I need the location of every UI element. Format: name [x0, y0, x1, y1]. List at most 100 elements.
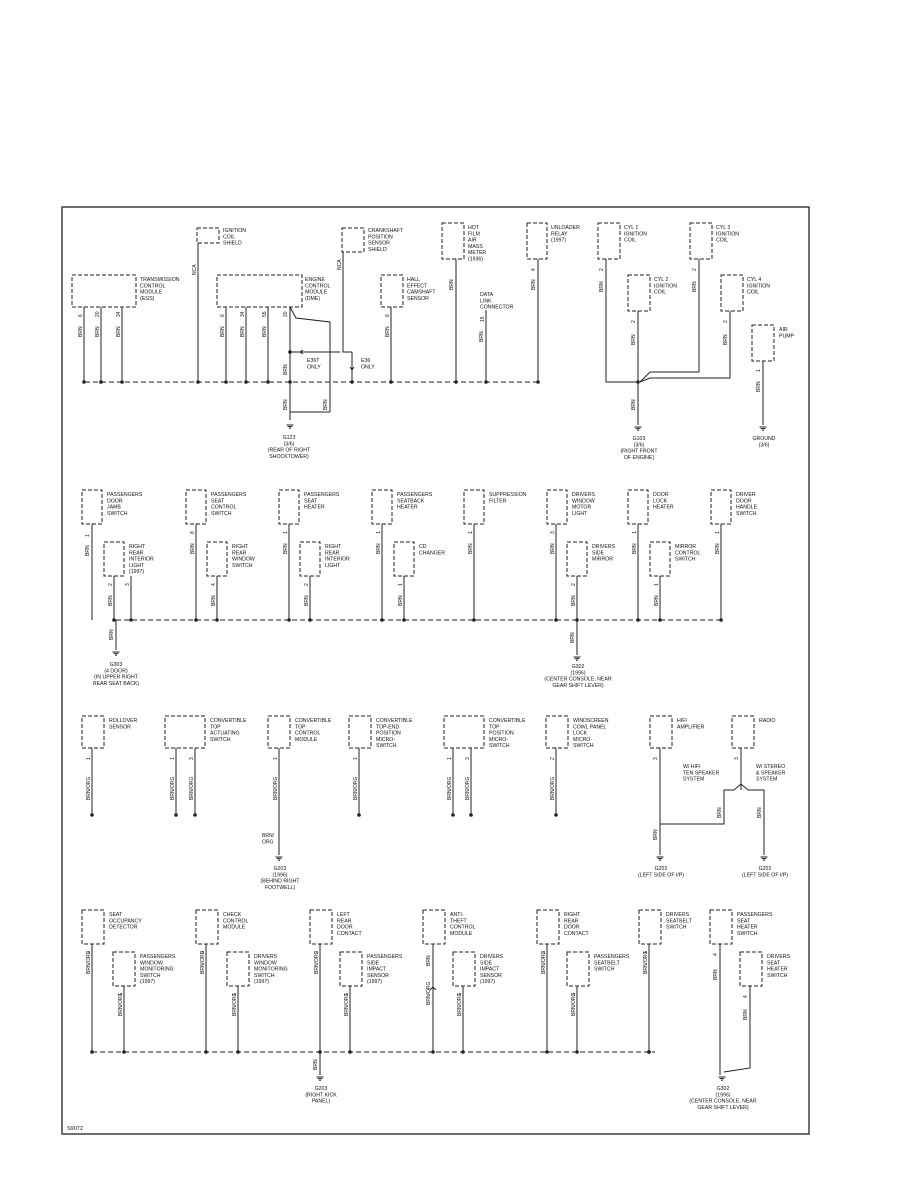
lrdc-box	[309, 909, 333, 945]
pin-number: 1	[85, 534, 91, 537]
pin-number: 4	[211, 583, 217, 586]
wire-color-label: BRN	[599, 281, 605, 292]
pin-number: 1	[118, 993, 124, 996]
ground-g202-a	[656, 856, 664, 861]
wire-color-label: BRN	[723, 334, 729, 345]
wire-color-label: BRN	[211, 595, 217, 606]
wire-color-label: BRN/ORG	[457, 993, 463, 1016]
pin-number: 2	[599, 268, 605, 271]
splice-dot	[236, 1050, 240, 1054]
wcpl-box	[545, 715, 569, 749]
splice-dot	[554, 813, 558, 817]
pin-number: 2	[304, 583, 310, 586]
hot-film-mass-meter-box	[441, 222, 465, 260]
ground-g103	[634, 426, 642, 431]
wire-color-label: BRN/ORG	[262, 833, 275, 845]
pin-number: 3	[189, 757, 195, 760]
pin-number: 2	[86, 951, 92, 954]
dshs-box	[739, 951, 763, 987]
pin-number: 1	[376, 531, 382, 534]
splice-dot	[266, 380, 270, 384]
wire-color-label: BRN/ORG	[426, 982, 432, 1005]
wire-color-label: BRN/ORG	[86, 951, 92, 974]
wire-color-label: BRN/ORG	[189, 777, 195, 800]
pin-number: 6	[78, 314, 84, 317]
wire-color-label: BRN/ORG	[447, 777, 453, 800]
wire-color-label: BRN	[468, 543, 474, 554]
pshs-box	[709, 909, 733, 945]
dwms-box	[226, 951, 250, 987]
pin-number: 20	[95, 311, 101, 317]
wire-color-label: BRN	[313, 1059, 319, 1070]
splice-dot	[90, 813, 94, 817]
wire-color-label: BRN/ORG	[314, 951, 320, 974]
pin-number: 2	[108, 583, 114, 586]
splice-dot	[308, 618, 312, 622]
hall-effect-sensor-box	[380, 274, 404, 308]
ground-label-g202-b: G202(LEFT SIDE OF I/P)	[742, 866, 788, 878]
wire-color-label: BRN/ORG	[465, 777, 471, 800]
pin-number: 4	[531, 268, 537, 271]
cyl1-coil-box	[597, 222, 621, 260]
splice-dot	[472, 618, 476, 622]
pin-number: 1	[457, 993, 463, 996]
pin-number: 1	[170, 757, 176, 760]
splice-dot	[348, 1050, 352, 1054]
splice-dot	[174, 813, 178, 817]
wire-color-label: BRN	[283, 364, 289, 375]
splice-dot	[380, 618, 384, 622]
pin-number: 3	[125, 583, 131, 586]
sod-box	[81, 909, 105, 945]
psbs-box	[566, 951, 590, 987]
air-pump-box	[751, 324, 775, 362]
ctpm2-box	[443, 715, 485, 749]
splice-dot	[350, 380, 354, 384]
wire-color-label: BRN	[531, 279, 537, 290]
wire-color-label: BRN	[715, 543, 721, 554]
pin-number: 1	[632, 531, 638, 534]
ground-label-g202-a: G202(LEFT SIDE OF I/P)	[638, 866, 684, 878]
ctpm-box	[348, 715, 372, 749]
splice-dot	[287, 618, 291, 622]
splice-dot	[204, 1050, 208, 1054]
splice-dot	[224, 380, 228, 384]
psbh-box	[371, 489, 393, 525]
wire-color-label: BRN	[653, 829, 659, 840]
wire	[733, 783, 749, 791]
wire-color-label: BRN/ORG	[86, 777, 92, 800]
splice-dot	[193, 813, 197, 817]
wire-color-label: NCA	[337, 259, 343, 270]
splice-dot	[120, 380, 124, 384]
splice-dot	[454, 380, 458, 384]
wire	[660, 789, 734, 825]
wire-color-label: BRN	[692, 281, 698, 292]
wire-color-label: BRN	[220, 326, 226, 337]
wire	[342, 252, 352, 353]
splice-dot	[194, 618, 198, 622]
wire-color-label: BRN	[304, 595, 310, 606]
diagram-id: S9072	[67, 1126, 83, 1132]
splice-dot	[357, 813, 361, 817]
pin-number: 34	[240, 311, 246, 317]
component-label-radio: RADIO	[759, 718, 775, 724]
wire-color-label: BRN	[398, 595, 404, 606]
